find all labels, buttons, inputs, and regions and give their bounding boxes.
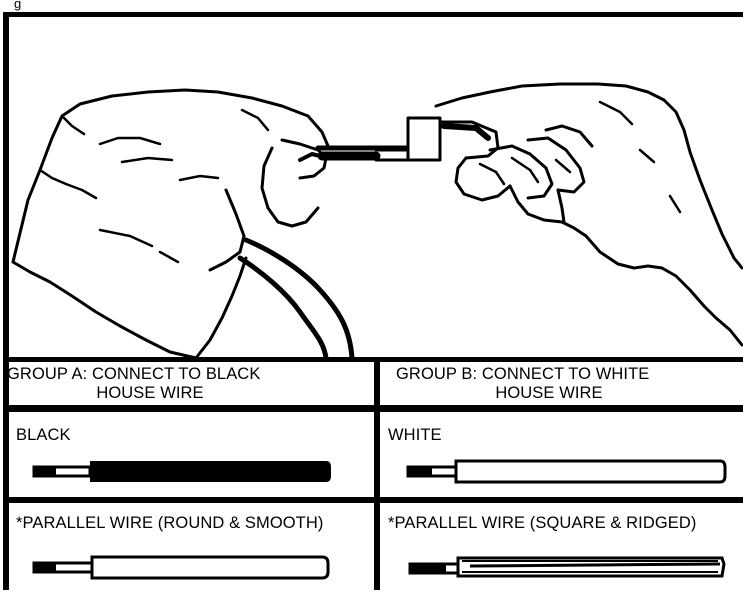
wire-sample-parallel-ridged (410, 558, 724, 576)
wire-sample-black (34, 461, 331, 482)
grid-line-h3 (3, 497, 743, 503)
grid-line-v (374, 357, 380, 590)
group-a-row2-label: *PARALLEL WIRE (ROUND & SMOOTH) (16, 514, 323, 533)
group-a-row1-label: BLACK (16, 426, 71, 445)
group-b-heading-line1: GROUP B: CONNECT TO WHITE (396, 365, 649, 383)
wire-sample-parallel-round (34, 557, 328, 578)
caption-fragment: g (14, 0, 21, 11)
group-b-heading-line2: HOUSE WIRE (396, 384, 736, 403)
wire-sample-white (408, 461, 725, 482)
hands-illustration (13, 84, 742, 358)
group-a-heading: GROUP A: CONNECT TO BLACK HOUSE WIRE (7, 365, 369, 403)
group-b-heading: GROUP B: CONNECT TO WHITE HOUSE WIRE (396, 365, 736, 403)
grid-line-h1 (3, 357, 743, 362)
top-border (3, 12, 743, 17)
group-a-heading-line2: HOUSE WIRE (7, 384, 369, 403)
left-border (3, 12, 9, 590)
group-a-heading-line1: GROUP A: CONNECT TO BLACK (7, 365, 260, 383)
grid-line-h2 (3, 405, 743, 412)
group-b-row1-label: WHITE (388, 426, 442, 445)
group-b-row2-label: *PARALLEL WIRE (SQUARE & RIDGED) (388, 514, 697, 533)
